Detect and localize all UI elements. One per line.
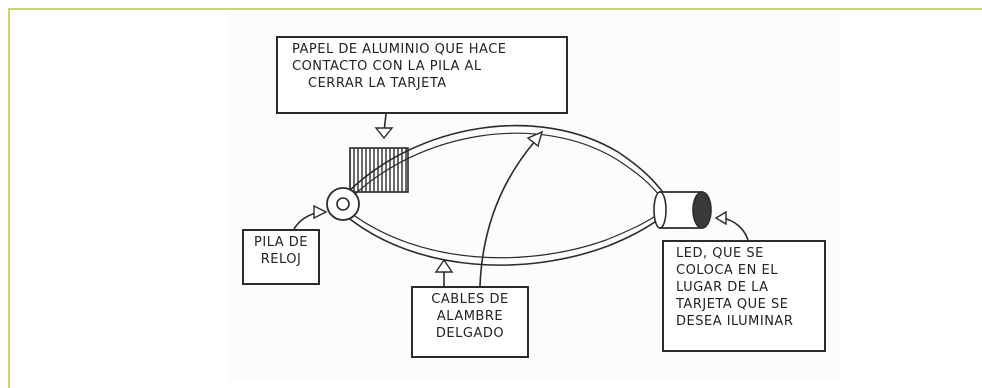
led-label-line: TARJETA QUE SE — [676, 297, 789, 312]
wires-label-line: DELGADO — [435, 326, 505, 341]
led-label-line: LED, QUE SE — [676, 246, 764, 261]
wires-pointer-upper — [479, 130, 544, 287]
led-pointer — [714, 210, 749, 241]
led-label-line: COLOCA EN EL — [676, 263, 778, 278]
frame-top-border — [8, 8, 982, 10]
circuit-drawing — [293, 113, 749, 287]
aluminum-label-line: PAPEL DE ALUMINIO QUE HACE — [292, 42, 507, 57]
wires-pointer-lower — [434, 258, 454, 286]
led-label: LED, QUE SE COLOCA EN EL LUGAR DE LA TAR… — [662, 240, 826, 352]
aluminum-label-line: CONTACTO CON LA PILA AL — [292, 59, 482, 74]
lower-wire — [345, 215, 665, 266]
frame-left-border — [8, 8, 10, 388]
wires-label: CABLES DE ALAMBRE DELGADO — [411, 286, 529, 358]
circuit-diagram: PAPEL DE ALUMINIO QUE HACE CONTACTO CON … — [228, 14, 840, 382]
battery-label: PILA DE RELOJ — [242, 229, 320, 285]
battery-icon — [326, 187, 360, 221]
aluminum-foil-label: PAPEL DE ALUMINIO QUE HACE CONTACTO CON … — [276, 36, 568, 114]
battery-label-line: RELOJ — [260, 252, 302, 267]
led-icon — [653, 191, 712, 229]
led-label-line: LUGAR DE LA — [676, 280, 769, 295]
led-label-line: DESEA ILUMINAR — [676, 314, 794, 329]
battery-label-line: PILA DE — [254, 235, 308, 250]
lower-wire-inner — [347, 210, 663, 259]
aluminum-label-line: CERRAR LA TARJETA — [308, 76, 447, 91]
wires-label-line: ALAMBRE — [436, 309, 504, 324]
battery-pointer — [293, 204, 328, 230]
aluminum-pointer — [374, 113, 394, 140]
aluminum-foil-icon — [349, 147, 409, 193]
wires-label-line: CABLES DE — [431, 292, 509, 307]
